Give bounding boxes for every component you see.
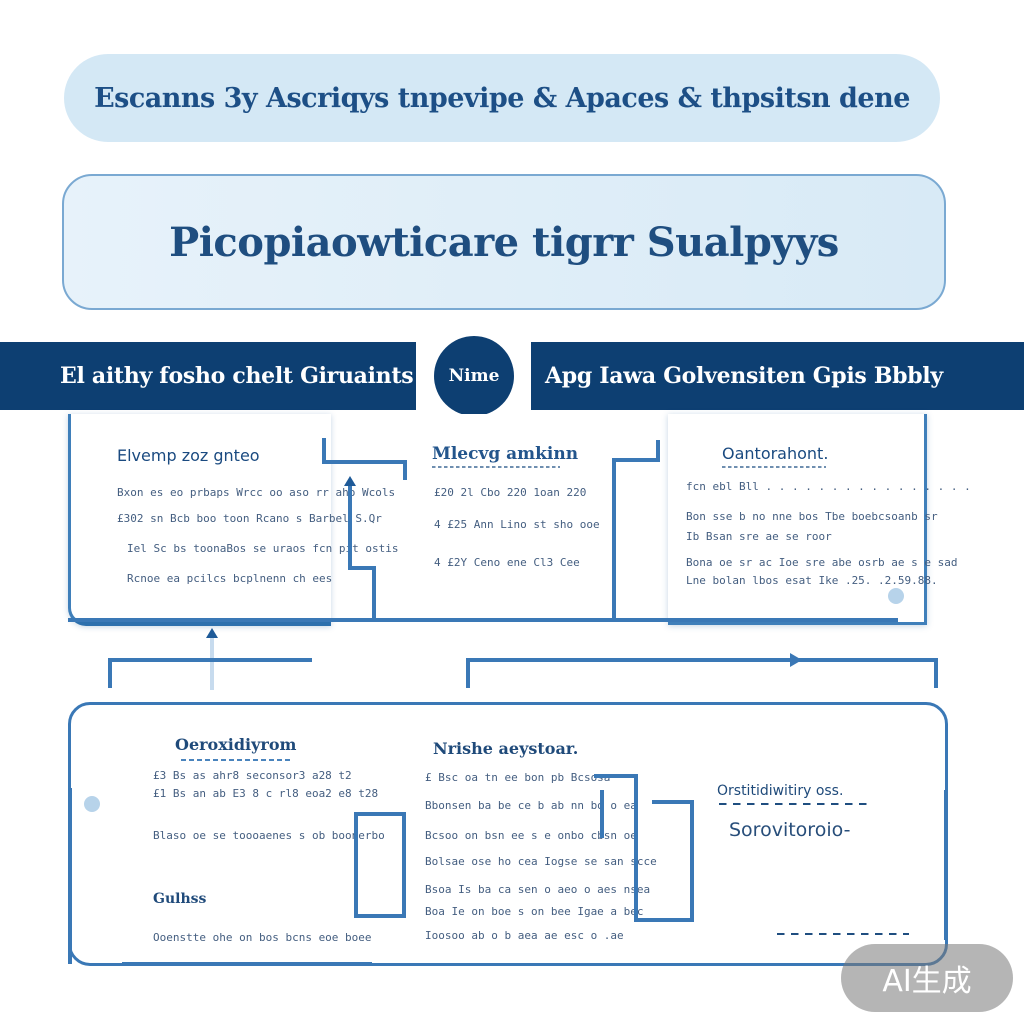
card-text: Ib Bsan sre ae se roor [686, 530, 832, 543]
arrow-up-icon [344, 476, 356, 486]
bottom-frame: Oeroxidiyrom £3 Bs as ahr8 seconsor3 a28… [68, 702, 948, 966]
connector-line [210, 638, 214, 690]
connector-line [354, 812, 406, 816]
top-card-3: Oantorahont. fcn ebl Bll . . . . . . . .… [668, 414, 971, 625]
top-card-2: Mlecvg amkinn £20 2l Cbo 220 1oan 220 4 … [420, 414, 610, 622]
card-text: 4 £25 Ann Lino st sho ooe [434, 518, 600, 531]
connector-line [122, 962, 372, 966]
card-text: Ooenstte ohe on bos bcns eoe boee [153, 931, 372, 944]
connector-line [108, 658, 312, 662]
connector-line [108, 658, 112, 688]
arrow-up-icon [206, 628, 218, 638]
connector-line [403, 460, 407, 480]
arrow-right-icon [790, 653, 802, 667]
page-title: Picopiaowticare tigrr Sualpyys [62, 174, 946, 310]
band-right-label: Apg Iawa Golvensiten Gpis Bbbly [531, 342, 1024, 410]
connector-line [934, 658, 938, 688]
connector-line [612, 458, 660, 462]
card-text: Bon sse b no nne bos Tbe boebcsoanb sr [686, 510, 938, 523]
band-circle: Nime [434, 336, 514, 416]
dot-marker [84, 796, 100, 812]
card-text: £302 sn Bcb boo toon Rcano s Barbel S.Qr [117, 512, 382, 525]
card-text: Bbonsen ba be ce b ab nn bo o ea [425, 799, 637, 812]
card-text: Bona oe sr ac Ioe sre abe osrb ae s e sa… [686, 556, 958, 569]
card-text: £20 2l Cbo 220 1oan 220 [434, 486, 587, 499]
section-title: Nrishe aeystoar. [433, 739, 579, 758]
connector-line [354, 812, 358, 918]
card-title: Mlecvg amkinn [432, 444, 579, 464]
card-text: Bxon es eo prbaps Wrcc oo aso rr aho Wco… [117, 486, 396, 499]
card-title: Elvemp zoz gnteo [117, 446, 260, 465]
connector-line [354, 914, 406, 918]
card-text: Iel Sc bs toonaBos se uraos fcn pit osti… [127, 542, 399, 555]
connector-line [68, 788, 72, 964]
connector-line [612, 458, 616, 620]
connector-line [372, 566, 376, 620]
dot-marker [888, 588, 904, 604]
connector-line [466, 658, 470, 688]
card-text: Bsoa Is ba ca sen o aeo o aes nsea [425, 883, 651, 896]
connector-line [634, 774, 638, 922]
card-text: fcn ebl Bll . . . . . . . . . . . . . . … [686, 480, 971, 493]
connector-line [690, 800, 694, 922]
connector-line [68, 618, 898, 622]
connector-line [348, 566, 374, 570]
card-text: Lne bolan lbos esat Ike .25. .2.59.88. [686, 574, 938, 587]
section-title: Oeroxidiyrom [175, 735, 297, 754]
divider [719, 803, 873, 805]
section-title: Orstitidiwitiry oss. [717, 783, 844, 799]
connector-line [656, 440, 660, 462]
section-subtitle: Gulhss [153, 891, 207, 907]
connector-line [634, 918, 694, 922]
card-text: Boa Ie on boe s on bee Igae a bec [425, 905, 644, 918]
card-title: Oantorahont. [722, 444, 829, 463]
connector-line [322, 460, 406, 464]
connector-line [944, 790, 948, 940]
card-text: Ioosoo ab o b aea ae esc o .ae [425, 929, 624, 942]
connector-line [600, 790, 604, 838]
card-text: £1 Bs an ab E3 8 c rl8 eoa2 e8 t28 [153, 787, 379, 800]
card-text: £3 Bs as ahr8 seconsor3 a28 t2 [153, 769, 352, 782]
connector-line [348, 482, 352, 566]
section-value: Sorovitoroio- [729, 819, 851, 841]
card-text: Blaso oe se toooaenes s ob boonerbo [153, 829, 385, 842]
divider [722, 466, 826, 468]
band-left-label: El aithy fosho chelt Giruaints [0, 342, 416, 410]
connector-line [322, 438, 326, 464]
connector-line [652, 800, 692, 804]
card-text: £ Bsc oa tn ee bon pb Bcsosa [425, 771, 611, 784]
top-card-1: Elvemp zoz gnteo Bxon es eo prbaps Wrcc … [68, 414, 399, 626]
divider [777, 933, 909, 935]
connector-line [402, 812, 406, 918]
connector-line [466, 658, 938, 662]
card-text: Rcnoe ea pcilcs bcplnenn ch ees [127, 572, 333, 585]
divider [432, 466, 560, 468]
header-pill: Escanns 3y Ascriqys tnpevipe & Apaces & … [64, 54, 940, 142]
card-text: Bolsae ose ho cea Iogse se san scce [425, 855, 657, 868]
connector-line [594, 774, 638, 778]
ai-generated-badge: AI生成 [841, 944, 1013, 1012]
divider [181, 759, 291, 761]
card-text: 4 £2Y Ceno ene Cl3 Cee [434, 556, 580, 569]
card-text: Bcsoo on bsn ee s e onbo cbsn oe [425, 829, 637, 842]
